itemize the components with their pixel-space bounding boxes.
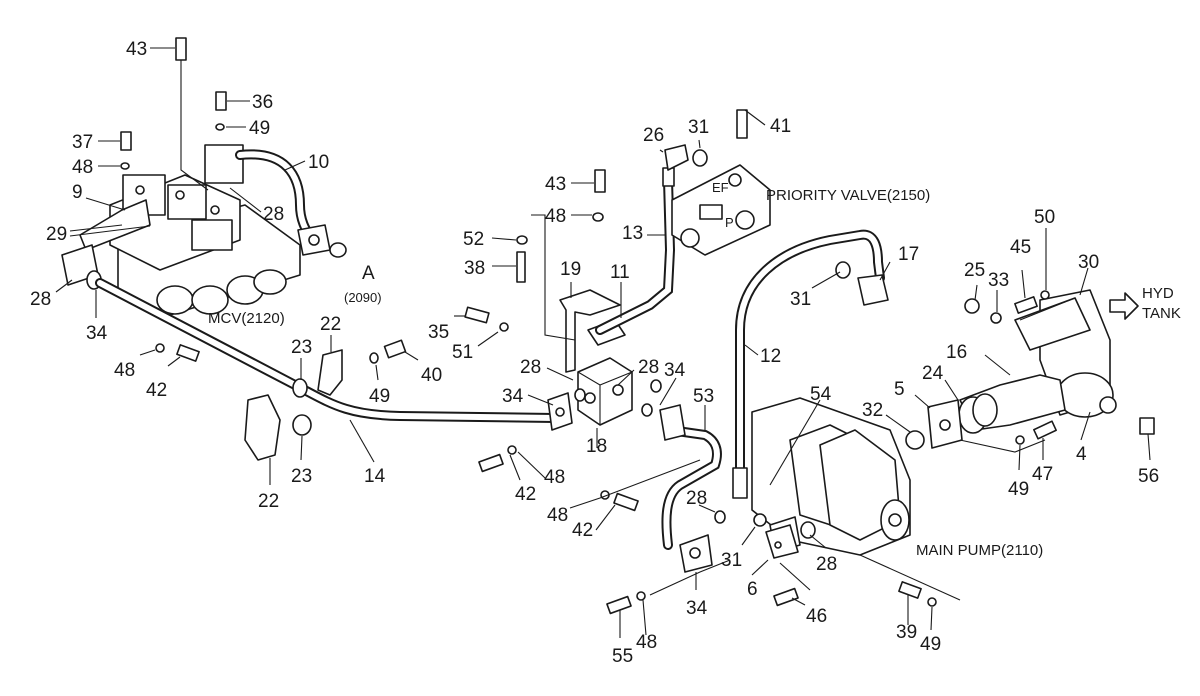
label-port-a: A bbox=[362, 263, 375, 284]
callout: 39 bbox=[896, 622, 917, 643]
callout: 56 bbox=[1138, 466, 1159, 487]
callout: 34 bbox=[686, 598, 708, 619]
callout: 46 bbox=[806, 606, 827, 627]
elbow-26 bbox=[664, 144, 708, 171]
callout: 31 bbox=[790, 289, 811, 310]
callout: 28 bbox=[686, 488, 707, 509]
fitting-6 bbox=[765, 524, 799, 559]
callout: 29 bbox=[46, 224, 67, 245]
callout: 30 bbox=[1078, 252, 1099, 273]
callout: 24 bbox=[922, 363, 944, 384]
hose-11 bbox=[595, 167, 676, 335]
mcv-valve-block bbox=[109, 174, 301, 316]
callout: 5 bbox=[894, 379, 905, 400]
callout: 28 bbox=[638, 357, 659, 378]
callout: 12 bbox=[760, 346, 781, 367]
callout: 48 bbox=[545, 206, 566, 227]
manifold-block-18 bbox=[577, 357, 633, 426]
callout: 31 bbox=[688, 117, 709, 138]
callout-numbers: 43 36 49 37 48 10 9 28 29 28 34 48 42 22… bbox=[30, 39, 1159, 667]
callout: 22 bbox=[320, 314, 341, 335]
label-hyd-tank-line2: TANK bbox=[1142, 305, 1181, 322]
clamp-22-23 bbox=[244, 349, 343, 461]
callout: 26 bbox=[643, 125, 664, 146]
callout: 17 bbox=[898, 244, 919, 265]
component-labels: MCV(2120) PRIORITY VALVE(2150) MAIN PUMP… bbox=[208, 180, 1181, 559]
callout: 49 bbox=[249, 118, 270, 139]
callout: 18 bbox=[586, 436, 607, 457]
callout: 43 bbox=[545, 174, 566, 195]
callout: 11 bbox=[610, 262, 630, 283]
callout: 31 bbox=[721, 550, 742, 571]
callout: 38 bbox=[464, 258, 485, 279]
callout: 40 bbox=[421, 365, 442, 386]
callout: 51 bbox=[452, 342, 473, 363]
label-port-p: P bbox=[725, 215, 734, 230]
callout: 32 bbox=[862, 400, 883, 421]
pipe-10 bbox=[204, 144, 347, 258]
callout: 23 bbox=[291, 466, 312, 487]
callout: 50 bbox=[1034, 207, 1055, 228]
callout: 42 bbox=[572, 520, 593, 541]
callout: 42 bbox=[515, 484, 536, 505]
callout: 10 bbox=[308, 152, 329, 173]
bracket-19 bbox=[559, 289, 626, 373]
callout: 34 bbox=[502, 386, 524, 407]
callout: 37 bbox=[72, 132, 93, 153]
hose-53 bbox=[659, 404, 722, 573]
callout: 49 bbox=[369, 386, 390, 407]
callout: 22 bbox=[258, 491, 279, 512]
callout: 35 bbox=[428, 322, 449, 343]
callout: 33 bbox=[988, 270, 1009, 291]
callout: 55 bbox=[612, 646, 633, 667]
callout: 48 bbox=[72, 157, 93, 178]
pipe-16 bbox=[905, 374, 1066, 450]
callout: 13 bbox=[622, 223, 643, 244]
main-pump bbox=[751, 397, 911, 556]
callout: 48 bbox=[114, 360, 135, 381]
label-mcv: MCV(2120) bbox=[208, 310, 285, 327]
callout: 45 bbox=[1010, 237, 1031, 258]
label-priority-valve: PRIORITY VALVE(2150) bbox=[766, 187, 930, 204]
callout: 16 bbox=[946, 342, 967, 363]
label-port-a-ref: (2090) bbox=[344, 290, 382, 305]
callout: 28 bbox=[30, 289, 51, 310]
callout: 41 bbox=[770, 116, 791, 137]
callout: 47 bbox=[1032, 464, 1053, 485]
callout: 34 bbox=[664, 360, 686, 381]
callout: 43 bbox=[126, 39, 147, 60]
label-hyd-tank-line1: HYD bbox=[1142, 285, 1174, 302]
callout: 36 bbox=[252, 92, 273, 113]
callout: 54 bbox=[810, 384, 832, 405]
hose-12 bbox=[732, 229, 889, 499]
callout: 14 bbox=[364, 466, 386, 487]
callout: 4 bbox=[1076, 444, 1087, 465]
callout: 53 bbox=[693, 386, 714, 407]
callout: 34 bbox=[86, 323, 108, 344]
callout: 19 bbox=[560, 259, 581, 280]
callout: 23 bbox=[291, 337, 312, 358]
callout: 48 bbox=[547, 505, 568, 526]
callout: 9 bbox=[72, 182, 83, 203]
callout: 42 bbox=[146, 380, 167, 401]
callout: 28 bbox=[816, 554, 837, 575]
priority-valve bbox=[671, 164, 771, 256]
tank-arrow bbox=[1109, 292, 1139, 320]
callout: 25 bbox=[964, 260, 985, 281]
callout: 48 bbox=[544, 467, 565, 488]
pipe-9-and-fitting bbox=[61, 199, 151, 290]
label-main-pump: MAIN PUMP(2110) bbox=[916, 542, 1043, 559]
callout: 28 bbox=[263, 204, 284, 225]
label-port-ef: EF bbox=[712, 180, 729, 195]
leader-lines bbox=[55, 47, 1151, 638]
callout: 49 bbox=[1008, 479, 1029, 500]
callout: 52 bbox=[463, 229, 484, 250]
callout: 6 bbox=[747, 579, 758, 600]
callout: 28 bbox=[520, 357, 541, 378]
callout: 48 bbox=[636, 632, 657, 653]
callout: 49 bbox=[920, 634, 941, 655]
